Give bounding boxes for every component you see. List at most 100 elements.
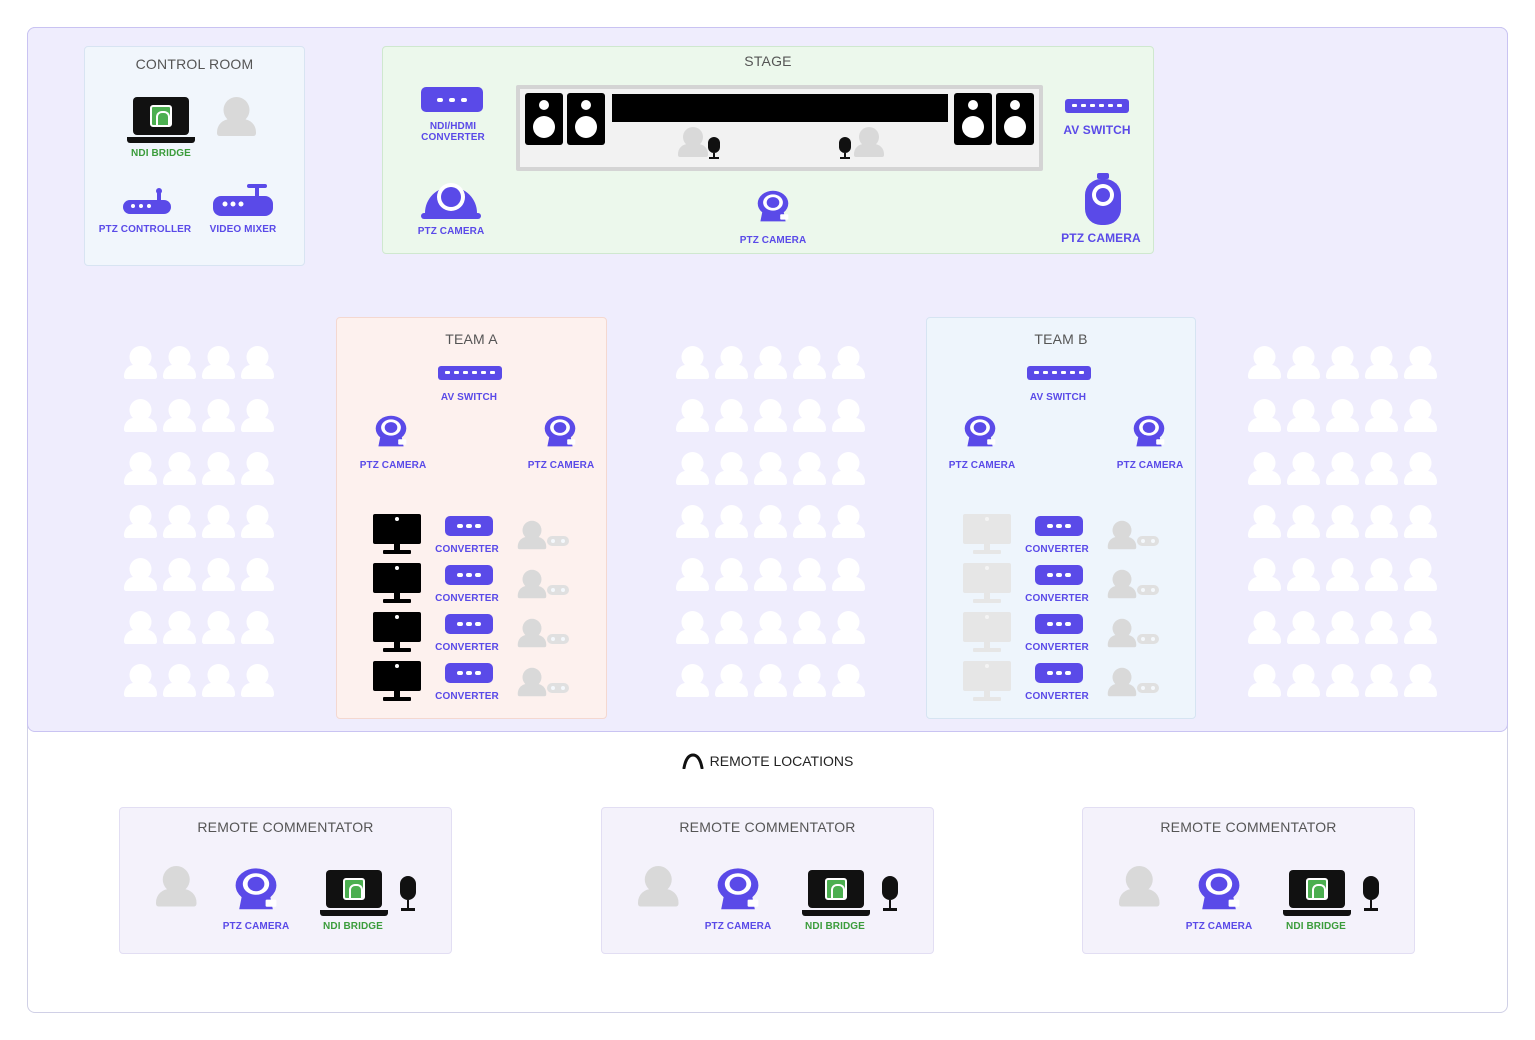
remote-commentator-zone: REMOTE COMMENTATOR PTZ CAMERA NDI BRIDGE [1082,807,1415,954]
audience-person-icon [1248,505,1281,538]
audience-person-icon [1365,452,1398,485]
remote-camera-label: PTZ CAMERA [222,921,290,932]
converter-icon [445,663,493,683]
audience-person-icon [1326,505,1359,538]
audience-person-icon [1248,664,1281,697]
audience-person-icon [715,505,748,538]
remote-locations-heading: REMOTE LOCATIONS [0,753,1535,773]
ndi-bridge-label: NDI BRIDGE [131,148,191,159]
audience-person-icon [1287,452,1320,485]
player-person-icon [1107,667,1137,697]
player-person-icon [1107,618,1137,648]
ptz-controller-label: PTZ CONTROLLER [98,224,192,235]
audience-person-icon [163,558,196,591]
team-b-title: TEAM B [1034,331,1088,347]
converter-icon [445,516,493,536]
remote-ndi-bridge-label: NDI BRIDGE [1286,921,1346,932]
audience-person-icon [1287,664,1320,697]
audience-person-icon [1287,505,1320,538]
audience-person-icon [241,346,274,379]
gamepad-icon [547,536,569,546]
converter-icon [445,614,493,634]
speaker-icon [996,93,1034,145]
audience-person-icon [715,664,748,697]
team-a-converter-label: CONVERTER [435,593,499,604]
player-person-icon [1107,569,1137,599]
remote-camera-label: PTZ CAMERA [1185,921,1253,932]
audience-person-icon [793,399,826,432]
stage-platform [516,85,1043,171]
player-person-icon [517,569,547,599]
audience-person-icon [124,346,157,379]
team-a-camera-label: PTZ CAMERA [359,460,427,471]
team-a-camera-label: PTZ CAMERA [527,460,595,471]
video-mixer-icon [211,182,275,218]
ptz-camera-dome-icon [419,173,483,221]
team-a-zone: TEAM A AV SWITCH PTZ CAMERA PTZ CAMERA C… [336,317,607,719]
gamepad-icon [547,683,569,693]
team-b-converter-label: CONVERTER [1025,642,1089,653]
monitor-icon [373,612,421,652]
audience-person-icon [1248,346,1281,379]
ptz-camera-icon [1131,414,1167,450]
monitor-icon [373,563,421,603]
gamepad-icon [1137,683,1159,693]
team-a-converter-label: CONVERTER [435,544,499,555]
remote-ndi-bridge-label: NDI BRIDGE [805,921,865,932]
audience-person-icon [1248,399,1281,432]
audience-person-icon [754,611,787,644]
commentator-person-icon [156,866,197,907]
audience-person-icon [676,346,709,379]
audience-person-icon [1404,399,1437,432]
audience-person-icon [1404,558,1437,591]
video-mixer-label: VIDEO MIXER [209,224,277,235]
stage-av-switch-label: AV SWITCH [1063,123,1131,137]
stage-zone: STAGE NDI/HDMI CONVERTER PTZ CAMERA PTZ … [382,46,1154,254]
operator-person-icon [217,97,256,136]
ndi-hdmi-converter-label-line2: CONVERTER [421,132,485,143]
audience-person-icon [1287,611,1320,644]
audience-person-icon [715,558,748,591]
ndi-bridge-laptop-icon [802,870,870,916]
audience-person-icon [1248,558,1281,591]
audience-person-icon [676,452,709,485]
audience-person-icon [241,611,274,644]
remote-locations-title: REMOTE LOCATIONS [709,753,854,769]
host-person-icon [678,127,708,157]
audience-person-icon [202,346,235,379]
gamepad-icon [1137,536,1159,546]
audience-person-icon [163,399,196,432]
stage-camera-left-label: PTZ CAMERA [417,226,485,237]
audience-person-icon [1326,346,1359,379]
audience-right [1248,346,1438,706]
audience-person-icon [676,611,709,644]
audience-left [124,346,274,706]
audience-person-icon [754,452,787,485]
team-a-converter-label: CONVERTER [435,642,499,653]
microphone-icon [1361,876,1381,912]
audience-person-icon [793,611,826,644]
ndi-hdmi-converter-label-line1: NDI/HDMI [429,121,477,132]
audience-person-icon [754,505,787,538]
monitor-icon [963,661,1011,701]
microphone-icon [880,876,900,912]
team-a-converter-label: CONVERTER [435,691,499,702]
audience-person-icon [754,664,787,697]
audience-person-icon [1326,611,1359,644]
audience-person-icon [163,664,196,697]
audience-person-icon [163,611,196,644]
ndi-arch-icon [682,753,704,770]
audience-person-icon [1365,505,1398,538]
ptz-camera-icon [542,414,578,450]
ptz-camera-icon [714,866,762,914]
audience-person-icon [202,452,235,485]
team-a-title: TEAM A [445,331,498,347]
audience-person-icon [241,664,274,697]
audience-person-icon [124,664,157,697]
remote-commentator-title: REMOTE COMMENTATOR [1160,819,1337,835]
team-b-av-switch-label: AV SWITCH [1029,392,1087,403]
team-b-converter-label: CONVERTER [1025,691,1089,702]
audience-person-icon [202,505,235,538]
commentator-person-icon [638,866,679,907]
